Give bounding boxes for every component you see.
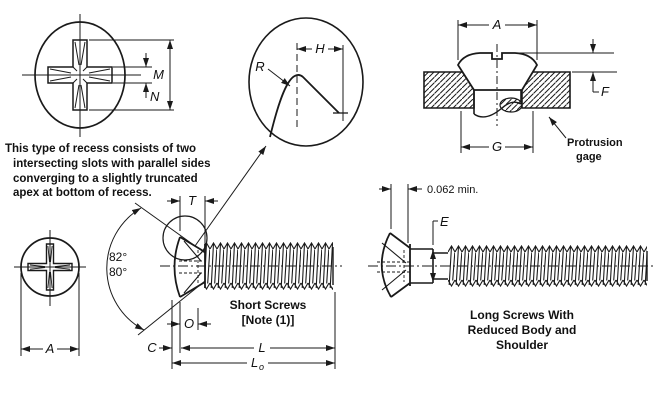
- dim-label-f: F: [601, 84, 610, 99]
- dim-label-lo: L: [251, 355, 258, 370]
- recess-note-line3: converging to a slightly truncated: [13, 173, 198, 185]
- recess-note: This type of recess consists of two inte…: [5, 143, 210, 199]
- long-screw-caption-line1: Long Screws With: [470, 308, 574, 322]
- dim-label-m: M: [153, 67, 164, 82]
- head-edge-detail-view: H R: [248, 17, 364, 147]
- dim-label-g: G: [492, 139, 502, 154]
- dim-label-t: T: [188, 193, 197, 208]
- long-screw-caption-line3: Shoulder: [496, 338, 548, 352]
- long-screw-caption-line2: Reduced Body and: [468, 323, 577, 337]
- body-section-hatch: [499, 97, 523, 113]
- dim-label-h: H: [315, 41, 325, 56]
- body-break-line: [473, 101, 522, 118]
- dim-label-c: C: [147, 340, 157, 355]
- shoulder: [410, 248, 448, 284]
- dim-label-n: N: [150, 89, 160, 104]
- gage-caption-line1: Protrusion: [567, 137, 623, 149]
- long-screw-head: [380, 232, 411, 298]
- dim-label-a-gage: A: [492, 17, 502, 32]
- gage-block-right: [521, 71, 571, 109]
- front-cross-outline: [27, 243, 73, 291]
- dim-label-e: E: [440, 214, 449, 229]
- recess-plan-view: M N: [22, 14, 174, 137]
- short-screw-view: 82° 80° T O C L L o Short Screws [Note (…: [106, 145, 342, 372]
- long-head-recess-lines: [381, 242, 407, 291]
- dim-label-lo-sub: o: [259, 362, 264, 372]
- head-front-view: A: [14, 230, 86, 356]
- front-cross-wedges: [29, 245, 71, 289]
- short-screw-caption-line2: [Note (1)]: [242, 313, 295, 327]
- dim-label-a-front: A: [45, 341, 55, 356]
- angle-label-82: 82°: [109, 250, 127, 264]
- angle-label-80: 80°: [109, 265, 127, 279]
- crown-profile: [269, 74, 340, 138]
- dim-label-o: O: [184, 316, 194, 331]
- recess-note-line2: intersecting slots with parallel sides: [13, 158, 210, 170]
- recess-cross-wedges: [49, 41, 111, 109]
- long-screw-view: 0.062 min. E Long Screws With Reduced Bo…: [368, 184, 654, 352]
- recess-note-line1: This type of recess consists of two: [5, 143, 196, 155]
- dim-label-l: L: [258, 340, 265, 355]
- protrusion-gage-view: A F G Protrusion gage: [423, 17, 623, 163]
- recess-note-line4: apex at bottom of recess.: [13, 187, 152, 199]
- dim-label-shoulder-min: 0.062 min.: [427, 184, 478, 196]
- dim-label-r: R: [255, 59, 264, 74]
- short-screw-head: [173, 236, 206, 298]
- gage-caption-line2: gage: [576, 151, 602, 163]
- short-screw-caption-line1: Short Screws: [230, 298, 307, 312]
